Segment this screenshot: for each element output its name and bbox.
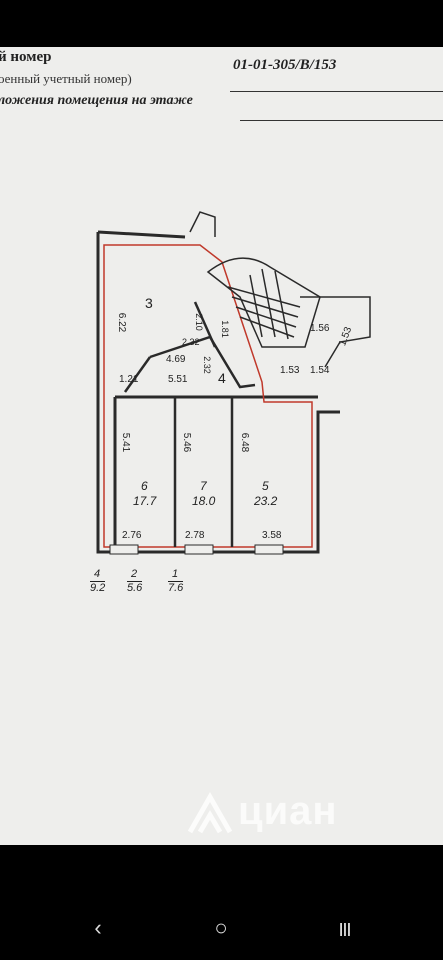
- cian-logo-icon: [187, 791, 233, 834]
- home-button[interactable]: ○: [214, 915, 228, 940]
- dimension-label: 3.58: [262, 530, 282, 541]
- summary-room: 4: [94, 568, 101, 580]
- staircase: [206, 257, 321, 348]
- dimension-label: 2.76: [122, 530, 142, 541]
- dimension-label: 1.53: [280, 365, 300, 376]
- outer-wall: [96, 232, 340, 554]
- summary-room: 2: [131, 568, 138, 580]
- room-area-7: 18.0: [192, 494, 216, 508]
- dimension-label: 5.41: [120, 432, 132, 453]
- dimension-label: 1.54: [310, 365, 330, 376]
- room-number-6: 6: [141, 479, 148, 493]
- header-rule: [240, 120, 443, 121]
- dimension-label: 2.32: [201, 356, 212, 374]
- document-header-line2: оенный учетный номер): [0, 71, 132, 86]
- stair-top: [189, 211, 216, 237]
- floor-plan-drawing: [96, 211, 371, 555]
- dimension-label: 6.22: [116, 312, 128, 333]
- dimension-label: 5.46: [181, 432, 193, 453]
- corridor-wall: [300, 296, 371, 368]
- dimension-label: 1.56: [310, 323, 330, 334]
- red-outline: [103, 244, 313, 548]
- watermark-brand: циан: [238, 789, 338, 833]
- room-number-5: 5: [262, 479, 269, 493]
- dimension-label: 4.69: [166, 354, 186, 365]
- summary-area: 5.6: [127, 581, 143, 594]
- dimension-label: 2.32: [182, 337, 200, 347]
- dimension-label: 5.51: [168, 374, 188, 385]
- summary-room: 1: [172, 568, 179, 580]
- dimension-label: 2.78: [185, 530, 205, 541]
- system-nav-bar: ‹ ○ |||: [0, 895, 443, 960]
- room-number-4: 4: [218, 370, 226, 386]
- dimension-label: 2.10: [193, 313, 204, 331]
- summary-area: 9.2: [90, 581, 106, 594]
- room-area-5: 23.2: [254, 494, 278, 508]
- summary-area: 7.6: [168, 581, 184, 594]
- recents-button[interactable]: |||: [339, 920, 351, 936]
- room-number-3: 3: [145, 295, 153, 311]
- back-button[interactable]: ‹: [94, 915, 102, 940]
- dimension-label: 1.81: [219, 320, 230, 338]
- outer-wall: [97, 230, 186, 239]
- document-header-line3: ложения помещения на этаже: [0, 93, 193, 108]
- windows: [109, 544, 284, 555]
- document-header-line1: й номер: [0, 49, 52, 65]
- cadastral-number: 01-01-305/В/153: [233, 57, 337, 73]
- dimension-label: 1.21: [119, 374, 139, 385]
- partition: [193, 301, 217, 348]
- dimension-label: 6.48: [239, 432, 251, 453]
- partition: [123, 356, 152, 393]
- partition: [149, 335, 256, 389]
- room-number-7: 7: [200, 479, 207, 493]
- header-rule: [230, 91, 443, 92]
- room-area-6: 17.7: [133, 494, 157, 508]
- floor-plan-photo: й номер оенный учетный номер) ложения по…: [0, 47, 443, 845]
